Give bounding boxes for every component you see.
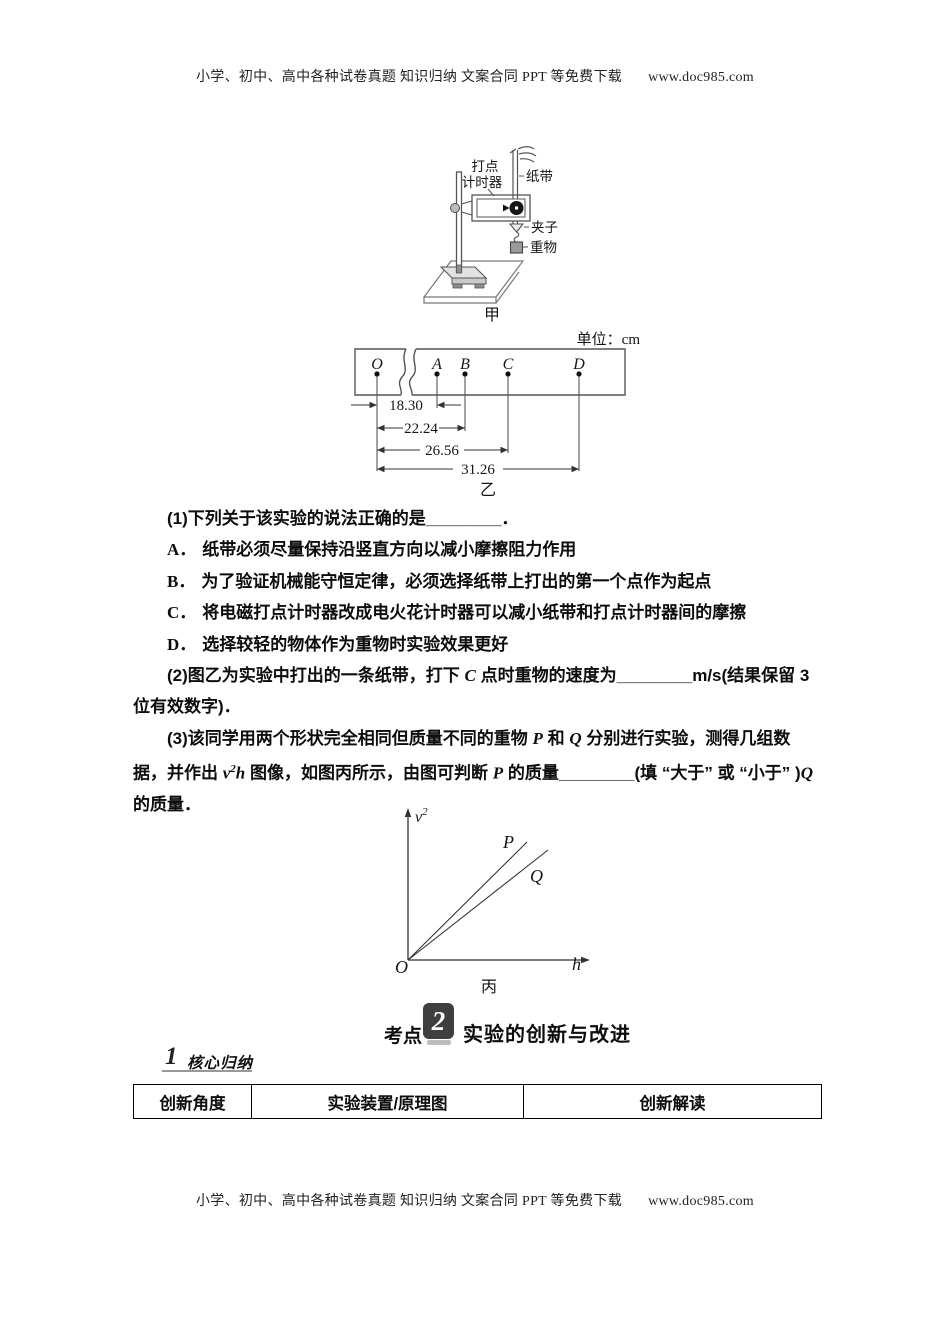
dimension-lines xyxy=(351,401,579,473)
measure-OA: 18.30 xyxy=(389,398,423,414)
figure-bing-graph: v2 P Q O h 丙 xyxy=(395,806,590,996)
figure-bing-caption: 丙 xyxy=(481,979,497,996)
footer-text: 小学、初中、高中各种试卷真题 知识归纳 文案合同 PPT 等免费下载 xyxy=(195,1194,623,1209)
line-P-label: P xyxy=(502,832,514,852)
measure-OC: 26.56 xyxy=(425,443,459,459)
kaodian-number-badge: 2 xyxy=(423,1003,454,1039)
point-B: B xyxy=(460,356,470,373)
point-D: D xyxy=(572,356,585,373)
origin-label: O xyxy=(395,957,408,977)
timer-label-line2: 计时器 xyxy=(462,175,503,190)
figure-jia-apparatus: 打点 计时器 纸带 夹子 重物 甲 xyxy=(422,146,558,324)
timer-box xyxy=(471,194,531,222)
option-B: B．为了验证机械能守恒定律，必须选择纸带上打出的第一个点作为起点 xyxy=(167,571,712,591)
question-block: (1)下列关于该实验的说法正确的是________． A．纸带必须尽量保持沿竖直… xyxy=(133,503,823,821)
table-header-device: 实验装置/原理图 xyxy=(251,1084,524,1119)
kaodian-badge-shadow xyxy=(427,1040,451,1045)
line-P xyxy=(407,841,528,961)
question-1: (1)下列关于该实验的说法正确的是________． xyxy=(167,509,519,528)
subsection-number: 1 xyxy=(165,1043,178,1070)
figure-yi-tape: 单位：cm O A B C D xyxy=(351,331,641,499)
timer-label-line1: 打点 xyxy=(472,158,499,174)
table-header-row: 创新角度 实验装置/原理图 创新解读 xyxy=(133,1084,822,1119)
option-C-letter: C． xyxy=(167,603,197,623)
axes xyxy=(404,808,590,964)
clip-shape xyxy=(508,223,525,233)
question-3: (3)该同学用两个形状完全相同但质量不同的重物 P 和 Q 分别进行实验，测得几… xyxy=(133,728,813,815)
option-B-letter: B． xyxy=(167,571,196,591)
point-C: C xyxy=(503,356,514,373)
figure-jia-caption: 甲 xyxy=(484,307,500,324)
extension-lines xyxy=(376,376,580,471)
page-footer: 小学、初中、高中各种试卷真题 知识归纳 文案合同 PPT 等免费下载 www.do… xyxy=(0,1190,950,1210)
innovation-table: 创新角度 实验装置/原理图 创新解读 xyxy=(133,1084,822,1119)
page-header: 小学、初中、高中各种试卷真题 知识归纳 文案合同 PPT 等免费下载 www.do… xyxy=(0,66,950,86)
section-title: 实验的创新与改进 xyxy=(463,1024,631,1046)
subsection-title: 核心归纳 xyxy=(187,1055,254,1072)
figure-yi-caption: 乙 xyxy=(480,482,496,499)
option-A: A．纸带必须尽量保持沿竖直方向以减小摩擦阻力作用 xyxy=(167,540,577,560)
clamp-knob xyxy=(450,203,460,213)
clip-label: 夹子 xyxy=(531,220,558,235)
tape-outline xyxy=(354,348,626,396)
option-A-letter: A． xyxy=(167,540,197,560)
line-Q-label: Q xyxy=(530,866,543,886)
footer-url: www.doc985.com xyxy=(648,1194,755,1209)
header-url: www.doc985.com xyxy=(648,70,755,85)
point-A: A xyxy=(431,356,442,373)
tape-dots xyxy=(374,371,582,377)
line-Q xyxy=(407,849,549,961)
header-text: 小学、初中、高中各种试卷真题 知识归纳 文案合同 PPT 等免费下载 xyxy=(195,70,623,85)
table-header-interpretation: 创新解读 xyxy=(523,1084,822,1119)
y-axis-label: v2 xyxy=(415,806,428,826)
measure-OB: 22.24 xyxy=(404,421,438,437)
option-D-letter: D． xyxy=(167,634,197,654)
question-2: (2)图乙为实验中打出的一条纸带，打下 C 点时重物的速度为________m/… xyxy=(133,666,810,717)
blank-q1: ________ xyxy=(425,509,502,528)
weight-shape xyxy=(509,241,524,254)
hand-icon xyxy=(509,146,537,163)
table-header-angle: 创新角度 xyxy=(133,1084,252,1119)
point-O: O xyxy=(371,356,383,373)
unit-label: 单位：cm xyxy=(577,331,641,348)
option-C: C．将电磁打点计时器改成电火花计时器可以减小纸带和打点计时器间的摩擦 xyxy=(167,603,747,623)
x-axis-label: h xyxy=(572,954,581,974)
clamp-arm xyxy=(460,200,473,216)
blank-q2: ________ xyxy=(616,666,693,686)
option-D: D．选择较轻的物体作为重物时实验效果更好 xyxy=(167,634,509,654)
kaodian-label: 考点 xyxy=(384,1026,423,1047)
blank-q3: ________ xyxy=(558,763,635,783)
hook-shape xyxy=(513,231,520,243)
measure-OD: 31.26 xyxy=(461,462,495,478)
retort-stand xyxy=(422,171,525,304)
weight-label: 重物 xyxy=(530,240,557,255)
tape-label: 纸带 xyxy=(526,169,553,184)
subsection-underline xyxy=(162,1070,252,1072)
